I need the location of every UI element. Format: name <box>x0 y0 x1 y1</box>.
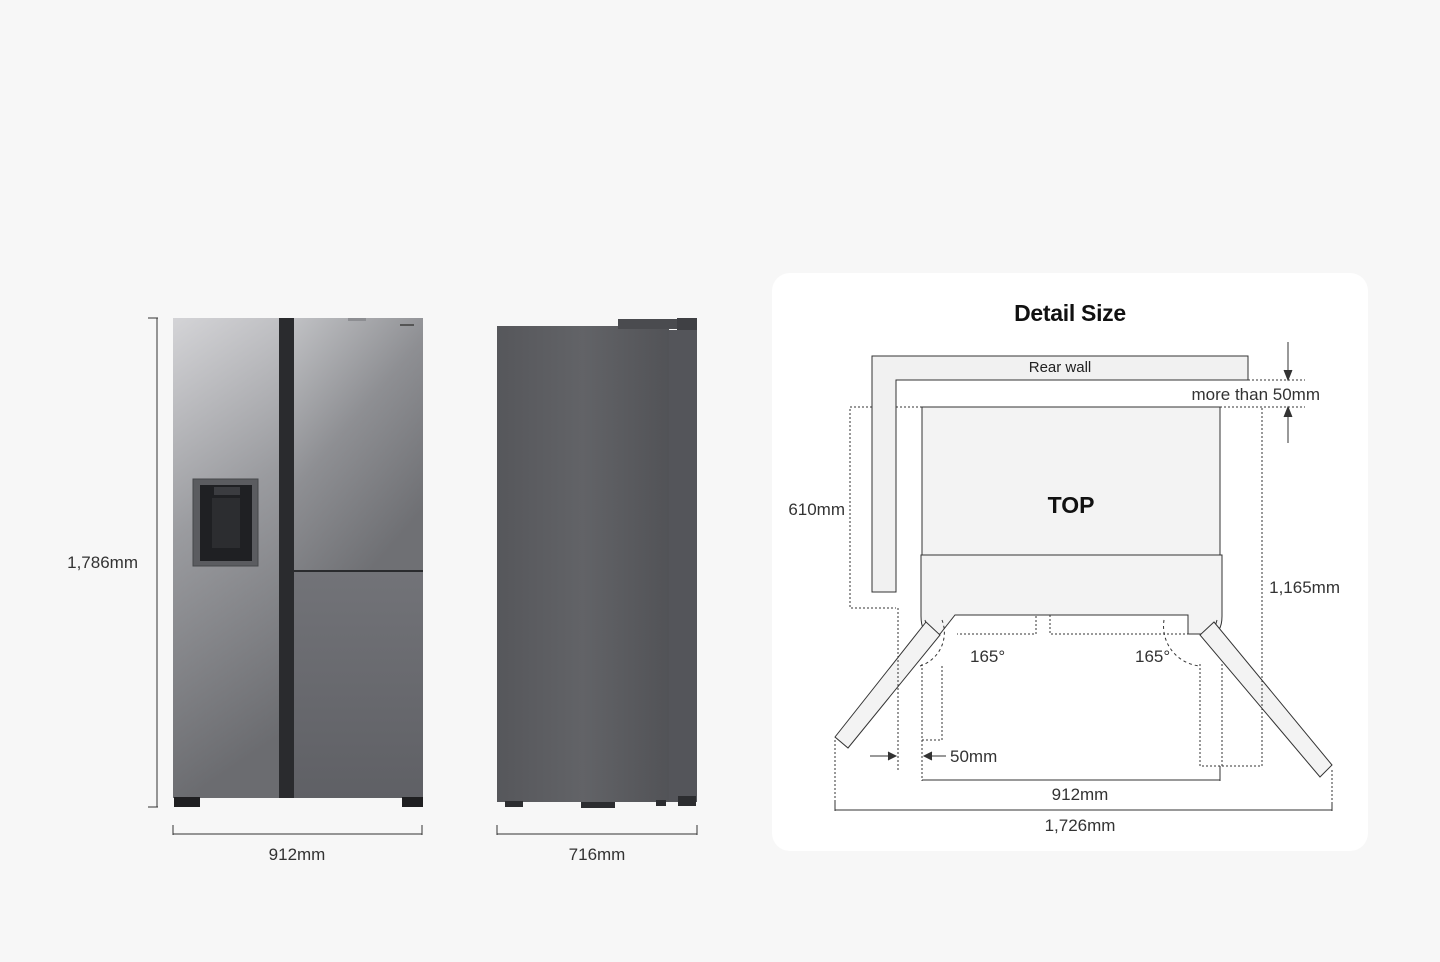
side-depth-dimension <box>496 825 698 835</box>
side-depth-label: 716mm <box>569 845 626 864</box>
front-width-dimension <box>172 825 423 835</box>
side-view-fridge <box>497 318 697 808</box>
fridge-views: 1,786mm 912mm 716mm <box>67 317 698 864</box>
water-dispenser-icon <box>192 478 259 567</box>
right-upper-door <box>294 318 423 570</box>
rear-wall-label: Rear wall <box>1028 359 1092 376</box>
front-width-label: 912mm <box>269 845 326 864</box>
front-height-dimension <box>148 317 158 808</box>
top-label: TOP <box>1047 492 1095 518</box>
detail-size-title: Detail Size <box>1014 300 1126 326</box>
front-view-fridge <box>173 318 423 807</box>
front-height-label: 1,786mm <box>67 553 138 572</box>
right-lower-door <box>294 572 423 798</box>
